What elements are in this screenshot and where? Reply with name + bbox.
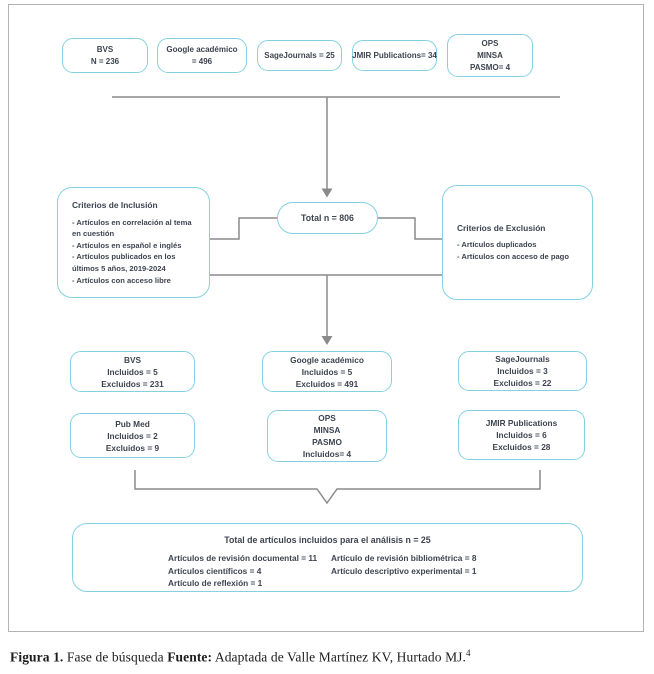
collector-brace <box>134 470 541 505</box>
text-line: PASMO <box>312 437 342 447</box>
source-box-jmir-publications: JMIR Publications= 34 <box>352 40 437 71</box>
text-line: Excluidos = 28 <box>492 442 551 452</box>
text-line: Excluidos = 491 <box>295 378 359 389</box>
text-line: - Artículos con acceso libre <box>72 275 171 285</box>
text-line: Incluidos = 2 <box>107 430 158 441</box>
final-total-title: Total de artículos incluidos para el aná… <box>224 535 431 545</box>
arrow-to-results-head-icon <box>321 336 333 345</box>
text-line: Artículos científicos = 4 <box>168 565 262 576</box>
inclusion-title: Criterios de Inclusión <box>72 200 158 210</box>
text-line: N = 236 <box>90 56 120 66</box>
text-line: Incluidos = 6 <box>496 430 547 440</box>
final-total-box: Total de artículos incluidos para el aná… <box>72 523 583 592</box>
text-line: Incluidos= 4 <box>302 449 352 459</box>
caption-figura-text: Fase de búsqueda <box>63 649 168 665</box>
text-line: MINSA <box>477 50 503 60</box>
text-line: BVS <box>123 354 142 365</box>
text-line: = 496 <box>191 56 213 66</box>
final-right-column: Artículo de revisión bibliométrica = 8 Ar… <box>331 552 476 590</box>
inclusion-step-connector <box>210 217 277 240</box>
text-line: Excluidos = 9 <box>105 442 160 453</box>
caption-fuente-text: Adaptada de Valle Martínez KV, Hurtado M… <box>212 649 466 665</box>
text-line: Google académico <box>166 44 238 54</box>
final-total-columns: Artículos de revisión documental = 11 Art… <box>73 552 582 590</box>
text-line: Artículos de revisión documental = 11 <box>168 552 318 563</box>
text-line: OPS <box>318 413 336 423</box>
text-line: SageJournals <box>495 354 550 364</box>
source-box-bvs: BVS N = 236 <box>62 38 148 73</box>
text-line: - Artículos publicados en los últimos 5 … <box>72 252 176 273</box>
text-line: Artículo de revisión bibliométrica = 8 <box>331 552 477 563</box>
text-line: JMIR Publications= 34 <box>352 50 437 60</box>
text-line: Google académico <box>290 354 364 365</box>
caption-reference-superscript: 4 <box>466 648 471 658</box>
text-line: Artículo descriptivo experimental = 1 <box>331 565 477 576</box>
text-line: SageJournals = 25 <box>264 50 335 60</box>
text-line: Pub Med <box>115 418 150 429</box>
exclusion-criteria-box: Criterios de Exclusión - Artículos dupli… <box>442 185 593 300</box>
text-line: Incluidos = 3 <box>497 366 548 376</box>
exclusion-title: Criterios de Exclusión <box>457 222 546 233</box>
text-line: PASMO= 4 <box>469 62 511 72</box>
text-line: JMIR Publications <box>485 418 558 428</box>
text-line: - Artículos con acceso de pago <box>457 251 569 261</box>
text-line: MINSA <box>313 425 341 435</box>
source-box-google-academico: Google académico = 496 <box>157 38 247 73</box>
caption-fuente-label: Fuente: <box>167 649 213 665</box>
text-line: Excluidos = 22 <box>493 378 552 388</box>
result-box-ops-minsa-pasmo: OPS MINSA PASMO Incluidos= 4 <box>267 410 387 462</box>
text-line: Artículo de reflexión = 1 <box>168 578 263 589</box>
source-box-sagejournals: SageJournals = 25 <box>257 40 342 71</box>
exclusion-items: - Artículos duplicados- Artículos con ac… <box>457 239 584 262</box>
text-line: - Artículos en español e inglés <box>72 240 182 250</box>
figure-caption: Figura 1. Fase de búsqueda Fuente: Adapt… <box>10 648 640 666</box>
final-left-column: Artículos de revisión documental = 11 Art… <box>168 552 331 590</box>
source-box-ops-minsa-pasmo: OPS MINSA PASMO= 4 <box>447 34 533 77</box>
text-line: Incluidos = 5 <box>301 366 353 377</box>
text-line: Excluidos = 231 <box>101 378 164 389</box>
arrow-to-total-head-icon <box>321 188 333 198</box>
figure-border-frame <box>8 4 644 632</box>
text-line: - Artículos en correlación al tema en cu… <box>72 217 192 239</box>
text-line: BVS <box>96 44 114 54</box>
total-box: Total n = 806 <box>277 202 378 234</box>
text-line: OPS <box>481 38 499 48</box>
inclusion-items: - Artículos en correlación al tema en cu… <box>72 217 201 287</box>
inclusion-criteria-box: Criterios de Inclusión - Artículos en co… <box>57 187 210 298</box>
total-label: Total n = 806 <box>301 213 354 223</box>
caption-figura-label: Figura 1. <box>10 649 64 665</box>
exclusion-step-connector <box>378 217 442 240</box>
text-line: Incluidos = 5 <box>107 366 158 377</box>
text-line: - Artículos duplicados <box>457 240 537 250</box>
